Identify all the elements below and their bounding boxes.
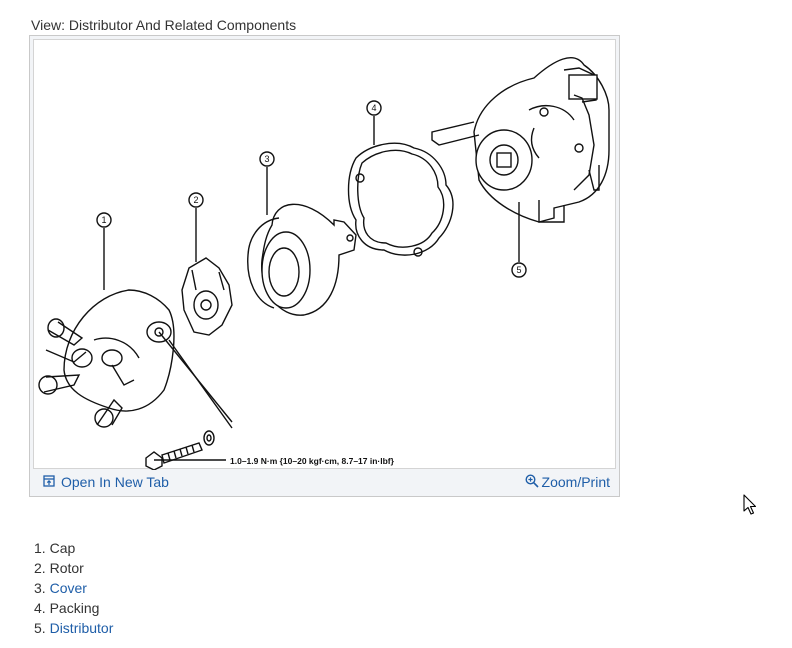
cap-drawing xyxy=(38,289,175,428)
legend-label-cap: Cap xyxy=(49,540,76,556)
zoom-in-icon xyxy=(525,473,539,491)
legend-item-cover: 3. Cover xyxy=(34,580,87,596)
cover-link[interactable]: Cover xyxy=(49,580,87,596)
component-legend: 1. Cap 2. Rotor 3. Cover 4. Packing 5. D… xyxy=(34,538,113,638)
bolt-drawing xyxy=(145,430,215,470)
callout-4: 4 xyxy=(371,103,376,113)
cover-drawing xyxy=(247,203,357,316)
diagram-image[interactable]: 5 4 3 2 1 1.0–1.9 N·m {10–20 kgf·cm, 8.7… xyxy=(33,39,616,470)
callout-1: 1 xyxy=(101,215,106,225)
packing-drawing xyxy=(347,142,454,257)
zoom-print-label: Zoom/Print xyxy=(541,474,610,490)
legend-item-packing: 4. Packing xyxy=(34,600,100,616)
distributor-exploded-diagram: 5 4 3 2 1 1.0–1.9 N·m {10–20 kgf·cm, 8.7… xyxy=(38,57,610,470)
torque-spec-label: 1.0–1.9 N·m {10–20 kgf·cm, 8.7–17 in·lbf… xyxy=(230,456,395,466)
zoom-print-button[interactable]: Zoom/Print xyxy=(525,473,610,491)
figure-toolbar: Open In New Tab Zoom/Print xyxy=(33,469,616,495)
legend-item-cap: 1. Cap xyxy=(34,540,76,556)
legend-label-rotor: Rotor xyxy=(49,560,84,576)
callout-2: 2 xyxy=(193,195,198,205)
open-in-new-tab-button[interactable]: Open In New Tab xyxy=(43,474,169,490)
rotor-drawing xyxy=(181,257,233,336)
callout-5: 5 xyxy=(516,265,521,275)
open-new-tab-icon xyxy=(43,474,55,490)
distributor-link[interactable]: Distributor xyxy=(49,620,114,636)
legend-item-distributor: 5. Distributor xyxy=(34,620,114,636)
open-in-new-tab-label: Open In New Tab xyxy=(61,474,169,490)
page-title: View: Distributor And Related Components xyxy=(31,17,297,33)
callout-3: 3 xyxy=(264,154,269,164)
figure-container: 5 4 3 2 1 1.0–1.9 N·m {10–20 kgf·cm, 8.7… xyxy=(29,35,620,497)
mouse-pointer-icon xyxy=(743,494,757,521)
legend-item-rotor: 2. Rotor xyxy=(34,560,84,576)
legend-label-packing: Packing xyxy=(49,600,100,616)
distributor-drawing xyxy=(431,57,610,223)
